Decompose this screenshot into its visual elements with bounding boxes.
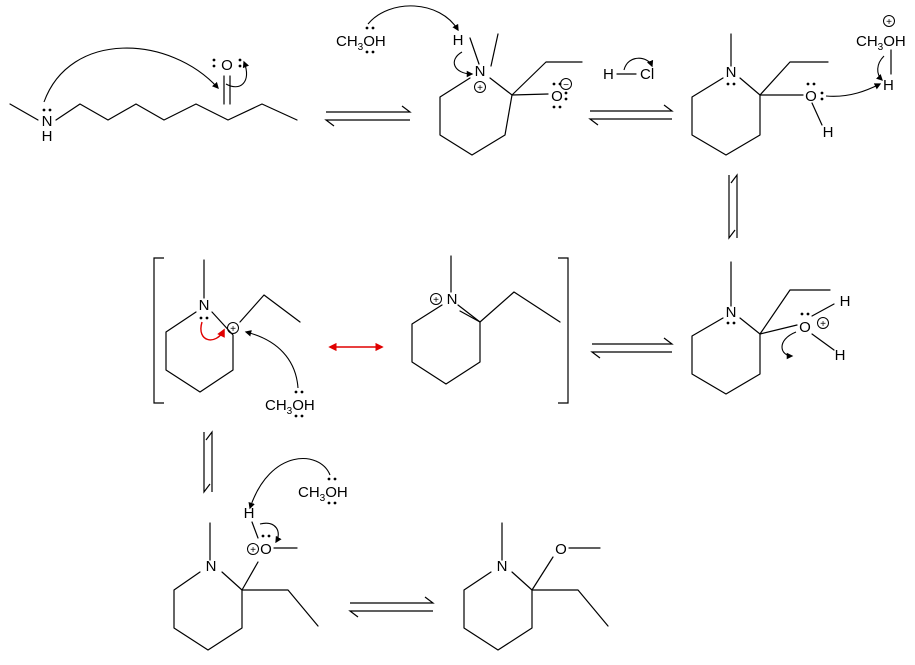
structure-carbocation: N + CH3OH [165,259,315,418]
curved-arrow-water-leaving [781,331,797,360]
curved-arrow-co [225,60,250,88]
protonated-methanol: CH3OH + H [856,15,906,94]
structure-iminium: N + [411,255,561,385]
equilibrium-arrow-1 [324,105,412,127]
methanol-reagent: CH3OH [336,26,386,54]
atom-n: N [447,291,458,308]
curved-arrow-protonation [825,83,882,97]
svg-text:+: + [230,324,236,335]
structure-zwitterion: N H + O − CH3OH [336,5,583,156]
atom-n: N [199,297,210,314]
curved-arrow-deprotonation [367,5,459,32]
structure-oxonium: N O + H H [691,261,851,395]
svg-text:H: H [835,347,846,364]
atom-h: H [42,128,53,145]
curved-arrow-deprotonation [248,458,331,510]
svg-text:H: H [840,293,851,310]
svg-text:Cl: Cl [640,66,654,83]
structure-product: N O [463,522,609,651]
atom-h: H [244,505,255,522]
atom-h: H [823,124,834,141]
methanol-reagent: CH3OH [298,477,348,505]
svg-text:+: + [886,17,892,28]
equilibrium-arrow-5 [203,430,213,494]
atom-n: N [726,64,737,81]
svg-text:CH3OH: CH3OH [298,484,348,504]
atom-o: O [805,88,817,105]
structure-protonated-ether: N O + H CH3OH [173,458,348,651]
curved-arrow-methanol-attack [244,330,299,389]
atom-o: O [221,57,233,74]
equilibrium-arrow-2 [588,104,674,126]
svg-text:H: H [883,77,894,94]
structure-aminoalcohol: N O H CH3OH + H [691,15,906,156]
svg-text:+: + [820,319,826,330]
charge-plus: + [477,83,483,94]
charge-minus: − [563,80,569,91]
atom-o: O [551,88,563,105]
svg-text:CH3OH: CH3OH [856,33,906,53]
hcl-reagent: H Cl [603,57,654,83]
atom-o: O [799,319,811,336]
resonance-bracket [153,257,569,404]
equilibrium-arrow-3 [728,173,738,240]
methanol-reagent: CH3OH [265,390,315,418]
curved-arrow-n-lone-pair [200,321,225,341]
svg-text:+: + [433,295,439,306]
curved-arrow-nh-bond [453,51,474,78]
curved-arrow-n-attack [43,47,219,103]
structure-amino-ketone: N H O [9,47,298,145]
atom-o: O [555,541,567,558]
atom-n: N [726,304,737,321]
atom-h: H [453,32,464,49]
svg-text:H: H [603,66,614,83]
equilibrium-arrow-4 [590,337,674,359]
atom-n: N [475,63,486,80]
atom-n: N [42,113,53,130]
svg-text:CH3OH: CH3OH [265,397,315,417]
atom-o: O [260,541,272,558]
svg-text:CH3OH: CH3OH [336,33,386,53]
atom-n: N [497,558,508,575]
atom-n: N [206,558,217,575]
svg-text:+: + [250,545,256,556]
equilibrium-arrow-6 [348,596,435,618]
